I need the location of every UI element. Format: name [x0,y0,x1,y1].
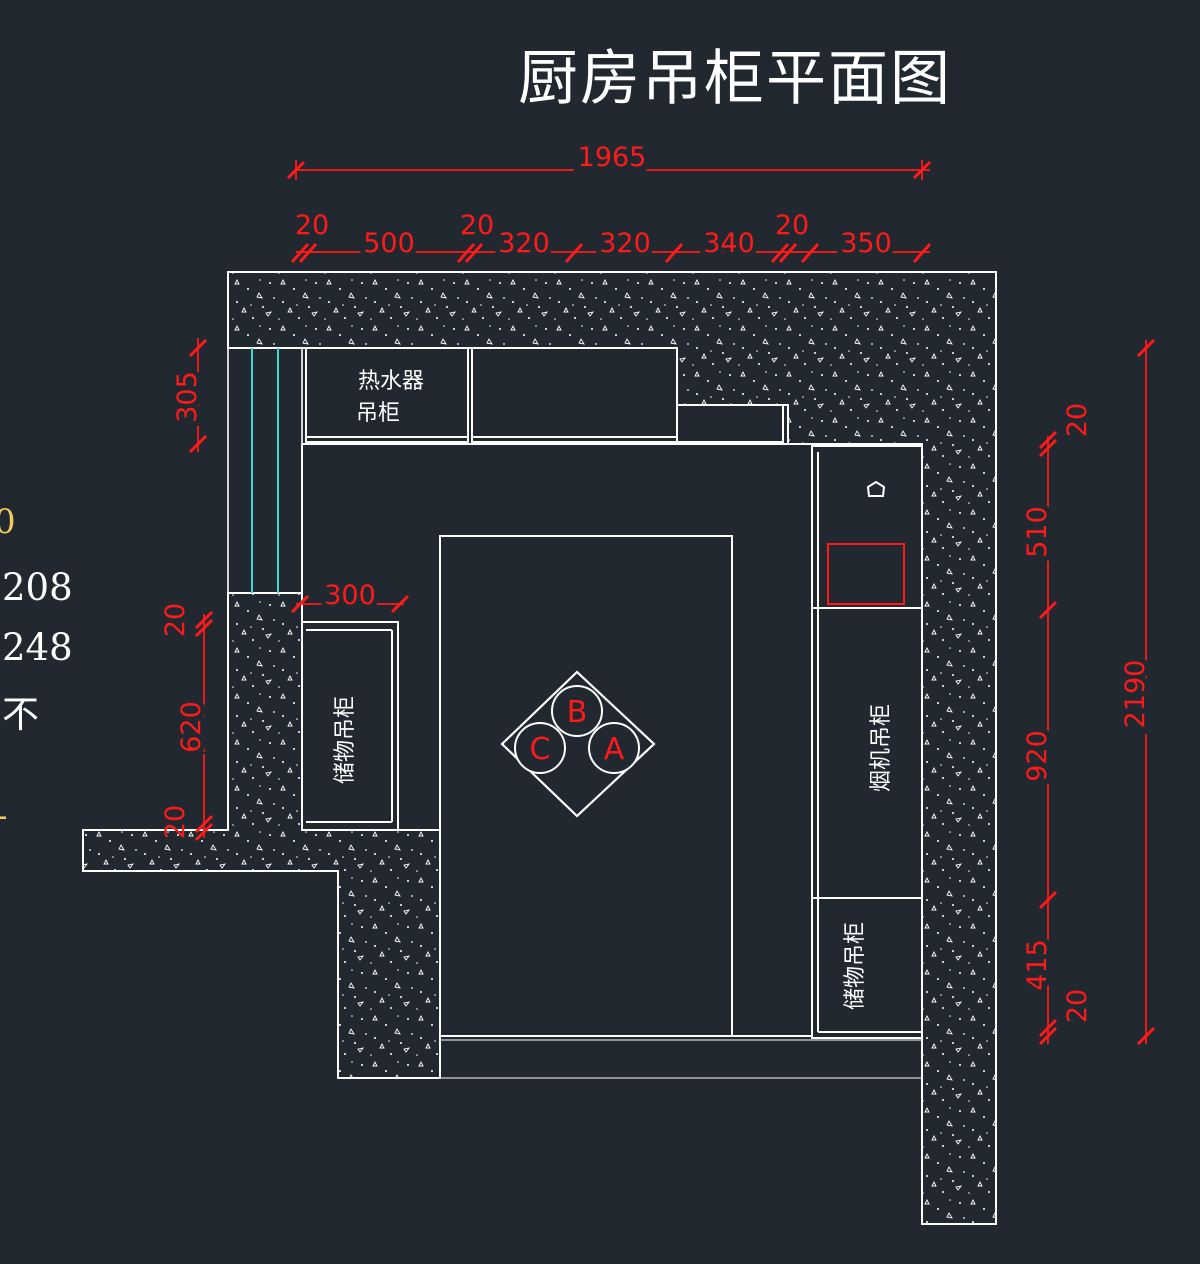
top-cabinet-middle [471,347,678,443]
side-glyph-2: - [0,796,8,836]
island-counter [439,535,812,1037]
viewpoint-symbol: B C A [500,670,656,818]
side-glyph-1: 0 [0,502,16,542]
dim-storage-width-mask: 300 [324,580,376,611]
water-heater-label-2: 吊柜 [356,401,400,426]
dim-right-seg-3: 920 [1022,730,1053,782]
dim-top-seg-2: 500 [363,228,415,259]
dim-right-seg-5: 20 [1062,989,1093,1023]
dim-left-lower-1: 20 [160,603,191,637]
page-title: 厨房吊柜平面图 [518,44,952,114]
cabinet-labels: 热水器 吊柜 储物吊柜 烟机吊柜 储物吊柜 [333,369,894,1010]
dim-top-seg-3: 20 [460,210,494,241]
appliance-box [827,543,905,605]
window-opening [227,348,303,593]
top-cabinets [305,347,784,443]
dim-left-upper-mask: 305 [172,371,203,423]
dim-top-seg-5: 320 [599,228,651,259]
right-storage-label: 储物吊柜 [843,922,868,1010]
dim-right-seg-4-mask: 415 [1022,939,1053,991]
dimension-lines [188,160,1156,1046]
dim-top-overall-mask: 1965 [578,142,647,173]
dim-top-seg-1: 20 [295,210,329,241]
dim-storage-width: 300 [324,580,376,611]
dim-left-lower-3: 20 [160,805,191,839]
dim-left-lower-2: 620 [176,701,207,753]
dim-top-seg-8-mask: 350 [840,228,892,259]
dim-top-seg-4: 320 [498,228,550,259]
dim-top-seg-6-mask: 340 [703,228,755,259]
dim-top-seg-2-mask: 500 [363,228,415,259]
left-storage-cabinet [301,621,399,831]
side-note-1: 208 [2,566,73,609]
side-note-3: 不 [2,693,39,736]
dim-top-seg-6: 340 [703,228,755,259]
water-heater-cabinet [305,347,469,443]
dim-right-seg-1: 20 [1062,403,1093,437]
viewpoint-b: B [567,695,588,730]
hood-symbol-icon [866,480,886,497]
water-heater-label-1: 热水器 [358,369,424,394]
dim-right-overall: 2190 [1120,660,1151,729]
dim-top-seg-4-mask: 320 [498,228,550,259]
dimension-text: 1965 1965 20 500 500 20 320 320 320 320 … [160,135,1156,1023]
dim-top-seg-7: 20 [775,210,809,241]
dim-top-seg-8: 350 [840,228,892,259]
dim-right-seg-4: 415 [1022,939,1053,991]
dim-right-seg-2-mask: 510 [1022,506,1053,558]
dim-left-upper: 305 [172,371,203,423]
dim-right-seg-2: 510 [1022,506,1053,558]
hood-cabinet-label: 烟机吊柜 [869,704,894,792]
viewpoint-c: C [530,732,551,767]
viewpoint-diamond [500,670,656,818]
top-cabinet-small [676,404,784,443]
dim-top-overall: 1965 [578,142,647,173]
viewpoint-a: A [604,732,625,767]
left-storage-label: 储物吊柜 [333,696,358,784]
dim-left-lower-2-mask: 620 [176,701,207,753]
dim-top-seg-5-mask: 320 [599,228,651,259]
inner-lines [301,443,922,1079]
side-note-2: 248 [2,626,73,669]
dim-right-overall-mask: 2190 [1120,660,1151,729]
dim-right-seg-3-mask: 920 [1022,730,1053,782]
